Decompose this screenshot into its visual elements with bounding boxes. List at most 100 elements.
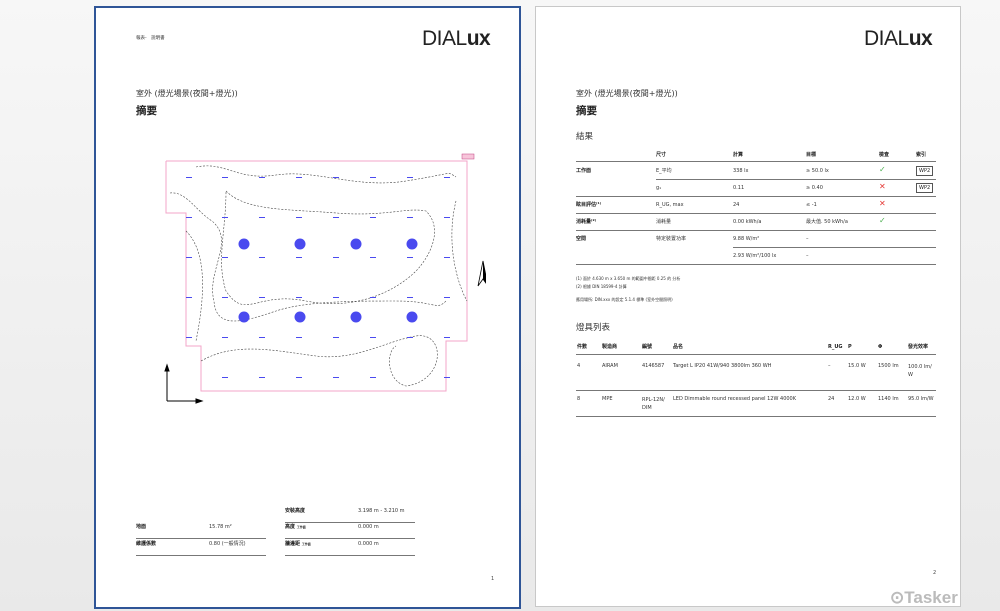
label-tag — [461, 153, 475, 160]
dialux-logo: DIALux — [864, 26, 933, 51]
mounting-height-label: 安裝高度 — [285, 508, 306, 514]
col-efficacy: 發光效率 — [908, 344, 929, 350]
check-fail-icon: ✕ — [879, 199, 886, 208]
height-value: 0.000 m — [358, 524, 379, 530]
logo-text: DIAL — [864, 27, 909, 50]
report-page-1[interactable]: 報表- 說明書 DIALux 室外 (燈光場景(夜間+燈光)) 摘要 地面 15… — [94, 6, 521, 609]
col-code: 編號 — [642, 344, 653, 350]
luminaire — [294, 238, 306, 250]
floor-area-value: 15.78 m² — [209, 524, 232, 530]
maintenance-factor-label: 維護係數 — [136, 541, 157, 547]
measurement-points — [186, 177, 450, 378]
lum-code: RPL-12N/ DIM — [642, 397, 665, 411]
floor-plan-isolines — [164, 153, 486, 404]
lum-power: 15.0 W — [848, 363, 866, 369]
row-size: 特定裝置功率 — [656, 236, 687, 242]
floor-area-label: 地面 — [136, 524, 147, 530]
row-target: ≥ 0.40 — [806, 185, 823, 191]
dialux-logo: DIALux — [422, 26, 491, 51]
row-target: – — [806, 236, 809, 242]
col-index: 索引 — [916, 152, 927, 158]
isoline — [451, 200, 468, 302]
page-number: 1 — [491, 576, 495, 582]
col-rug: R_UG — [828, 344, 843, 350]
luminaire — [238, 311, 250, 323]
row-group: 工作面 — [576, 168, 592, 174]
row-size: 消耗量 — [656, 219, 672, 225]
isoline — [200, 335, 438, 387]
col-flux: Φ — [878, 344, 883, 350]
lum-count: 4 — [577, 363, 581, 369]
row-calc: 2.93 W/m²/100 lx — [733, 253, 777, 259]
height-label: 高度 — [285, 524, 296, 530]
lum-maker: AIRAM — [602, 363, 618, 369]
lum-code: 4146587 — [642, 363, 665, 369]
footnote: (1) 面於 4.630 m x 3.650 m 的範圍中間距 0.25 的 分… — [576, 276, 681, 281]
lum-efficacy: 100.0 lm/ W — [908, 364, 932, 378]
col-calc: 計算 — [733, 152, 744, 158]
luminaire — [350, 238, 362, 250]
logo-text-bold: ux — [908, 27, 933, 50]
section-subtitle: 室外 (燈光場景(夜間+燈光)) — [136, 89, 238, 98]
footnote: 應用場所: DIN.xxx 的設定 5.1.4 標準 (室外空間照明) — [576, 297, 673, 302]
col-maker: 製造商 — [602, 344, 618, 350]
tasker-logo-icon: ⊙ — [890, 588, 905, 607]
row-target: ≥ 50.0 lx — [806, 168, 829, 174]
row-target: 最大值. 50 kWh/a — [806, 219, 848, 225]
footnote: (2) 根據 DIN 18599-4 計算 — [576, 284, 627, 289]
wall-distance-label: 牆邊距 — [285, 541, 301, 547]
row-group: 消耗量⁽²⁾ — [576, 219, 597, 225]
page-number: 2 — [933, 570, 937, 576]
check-fail-icon: ✕ — [879, 182, 886, 191]
row-target: – — [806, 253, 809, 259]
isoline — [185, 230, 203, 342]
row-calc: 0.11 — [733, 185, 745, 191]
lum-rug: 24 — [828, 396, 835, 402]
isoline — [221, 190, 435, 306]
lum-flux: 1140 lm — [878, 396, 899, 402]
luminaire — [238, 238, 250, 250]
wall-distance-value: 0.000 m — [358, 541, 379, 547]
luminaire — [406, 311, 418, 323]
wall-distance-sub: 工作面 — [301, 542, 311, 546]
row-calc: 338 lx — [733, 168, 749, 174]
row-calc: 0.00 kWh/a — [733, 219, 762, 225]
lum-name: Target L IP20 41W/940 3800lm 360 WH — [673, 363, 772, 369]
index-link[interactable]: WP2 — [916, 183, 934, 193]
luminaire — [350, 311, 362, 323]
lum-maker: MPE — [602, 396, 613, 402]
col-power: P — [848, 344, 852, 350]
isoline — [195, 165, 457, 184]
lum-efficacy: 95.0 lm/W — [908, 396, 934, 402]
row-target: ≤ -1 — [806, 202, 817, 208]
logo-text: DIAL — [422, 27, 467, 50]
height-sub: 工作面 — [296, 525, 306, 529]
section-subtitle: 室外 (燈光場景(夜間+燈光)) — [576, 89, 678, 98]
row-group: 空間 — [576, 236, 587, 242]
lum-rug: – — [828, 363, 831, 369]
page-title: 摘要 — [576, 105, 597, 117]
logo-text-bold: ux — [466, 27, 491, 50]
page-header: 報表- 說明書 — [136, 36, 165, 41]
watermark-text: Tasker — [904, 588, 958, 607]
col-target: 目標 — [806, 152, 817, 158]
row-calc: 9.88 W/m² — [733, 236, 760, 242]
mounting-height-value: 3.198 m - 3.210 m — [358, 508, 405, 514]
luminaire-markers — [238, 238, 418, 323]
index-link[interactable]: WP2 — [916, 166, 934, 176]
luminaires-heading: 燈具列表 — [576, 323, 611, 333]
lum-count: 8 — [577, 396, 581, 402]
room-outline — [165, 160, 468, 392]
lum-power: 12.0 W — [848, 396, 866, 402]
col-check: 檢查 — [879, 152, 890, 158]
axis-icon — [164, 363, 204, 404]
maintenance-factor-value: 0.80 (一般情況) — [209, 541, 246, 547]
lum-flux: 1500 lm — [878, 363, 899, 369]
isoline — [169, 192, 447, 322]
page-title: 摘要 — [136, 105, 157, 117]
row-size: R_UG, max — [656, 202, 684, 208]
report-page-2[interactable]: DIALux 室外 (燈光場景(夜間+燈光)) 摘要 結果 尺寸 計算 目標 檢… — [535, 6, 961, 607]
col-name: 品名 — [673, 344, 684, 350]
row-calc: 24 — [733, 202, 740, 208]
check-ok-icon: ✓ — [879, 165, 886, 174]
